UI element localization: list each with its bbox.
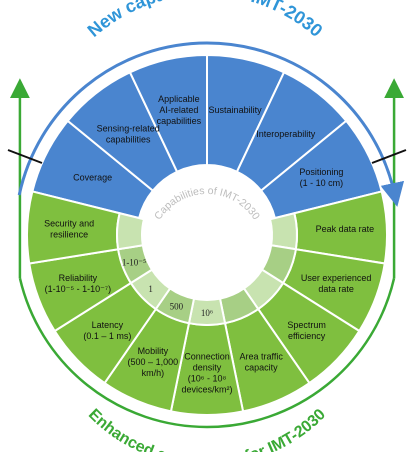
new-capabilities-title: New capabilities of IMT-2030 (84, 0, 327, 41)
center-circle (143, 171, 271, 299)
enhanced-capability-inner-value: 500 (170, 302, 184, 312)
enhanced-capability-label: Peak data rate (316, 224, 375, 234)
enhanced-capability-inner-ring (116, 212, 146, 251)
new-capabilities-arrow (17, 41, 405, 207)
enhanced-capability-inner-value: 1 (148, 284, 153, 294)
boundary-tick (7, 149, 43, 164)
enhanced-capabilities-arc (18, 277, 396, 429)
enhanced-capability-inner-value: 1-10⁻⁵ (122, 258, 146, 268)
new-capability-label: Coverage (73, 173, 112, 183)
enhanced-capability-inner-value: 10⁶ (201, 308, 213, 318)
boundary-tick (371, 149, 407, 164)
new-capability-label: Interoperability (256, 129, 316, 139)
enhanced-capability-label: Latency(0.1 – 1 ms) (83, 320, 131, 341)
enhanced-capability-label: Reliability(1-10⁻⁵ - 1-10⁻⁷) (45, 273, 112, 294)
new-capability-label: Sustainability (209, 105, 263, 115)
enhanced-capability-inner-ring (268, 212, 298, 251)
new-capability-label: Positioning(1 - 10 cm) (299, 167, 343, 188)
